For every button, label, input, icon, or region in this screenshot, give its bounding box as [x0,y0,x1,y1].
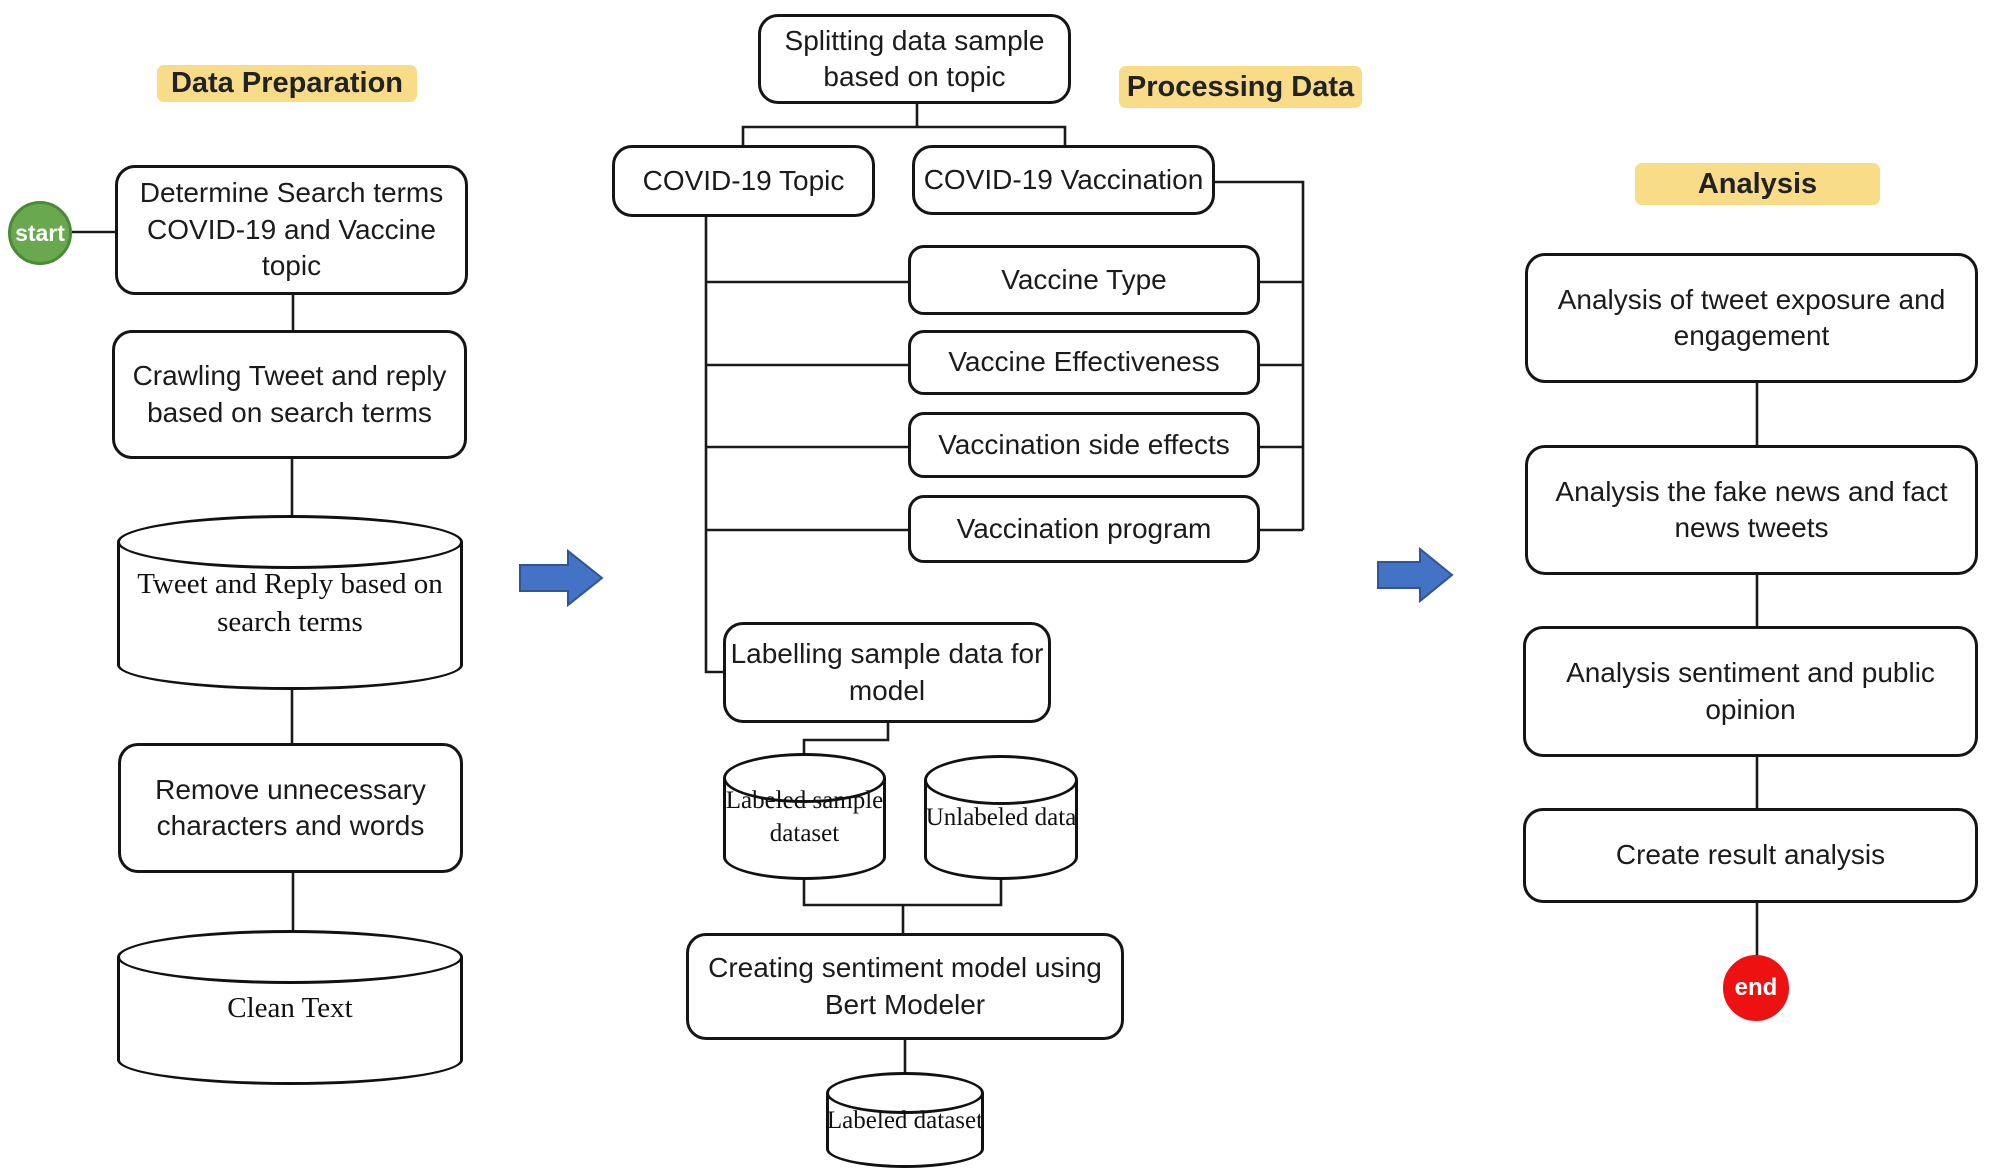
database-text: Tweet and Reply based on search terms [137,567,443,638]
node-determine-search-terms: Determine Search terms COVID-19 and Vacc… [115,165,468,295]
database-text: Labeled sample dataset [725,787,884,847]
cylinder-top [117,515,463,569]
cylinder-top [826,1072,984,1114]
node-analysis-exposure: Analysis of tweet exposure and engagemen… [1525,253,1978,383]
connector-labelling-to-labeledsample [802,723,890,758]
node-creating-sentiment-model: Creating sentiment model using Bert Mode… [686,933,1124,1040]
node-text: Creating sentiment model using Bert Mode… [708,952,1102,1020]
end-terminal: end [1723,955,1789,1021]
section-label-text: Analysis [1697,167,1818,200]
node-text: COVID-19 Vaccination [923,163,1204,195]
database-unlabeled-data: Unlabeled data [924,755,1078,880]
node-labelling-sample: Labelling sample data for model [723,622,1051,723]
database-labeled-sample: Labeled sample dataset [723,753,886,880]
node-text: Crawling Tweet and reply based on search… [132,360,447,428]
node-vaccine-effectiveness: Vaccine Effectiveness [908,330,1260,395]
node-text: Analysis sentiment and public opinion [1566,657,1935,725]
node-text: Create result analysis [1615,839,1886,871]
node-text: Remove unnecessary characters and words [155,773,426,841]
node-splitting-data: Splitting data sample based on topic [758,14,1071,104]
database-text: Unlabeled data [925,804,1077,832]
node-vaccine-type: Vaccine Type [908,245,1260,315]
node-covid19-vaccination: COVID-19 Vaccination [912,145,1215,215]
database-clean-text: Clean Text [117,930,463,1085]
node-text: Vaccine Effectiveness [948,346,1220,378]
database-labeled-dataset: Labeled dataset [826,1072,984,1168]
flow-arrow-icon [519,548,604,608]
cylinder-top [924,755,1078,805]
node-remove-unnecessary: Remove unnecessary characters and words [118,743,463,873]
connector-splitting-branch [741,104,1067,148]
flow-arrow-icon [1377,546,1454,604]
node-create-result-analysis: Create result analysis [1523,808,1978,903]
node-covid19-topic: COVID-19 Topic [612,145,875,217]
node-text: COVID-19 Topic [642,164,845,196]
end-label: end [1734,974,1778,1001]
node-analysis-fake-news: Analysis the fake news and fact news twe… [1525,445,1978,575]
node-text: Labelling sample data for model [730,638,1044,706]
database-tweet-and-reply: Tweet and Reply based on search terms [117,515,463,690]
start-label: start [15,219,65,246]
section-label-text: Processing Data [1126,70,1355,103]
connector-topic-to-subtopics [706,280,910,532]
node-crawling-tweet: Crawling Tweet and reply based on search… [112,330,467,459]
database-text: Labeled dataset [826,1106,984,1134]
connector-merge-to-creating [802,876,1003,935]
node-text: Analysis the fake news and fact news twe… [1555,475,1948,543]
node-text: Vaccination program [956,512,1212,544]
node-text: Vaccine Type [1001,263,1167,295]
connector-vaccination-rail [1213,180,1305,532]
node-vaccination-side-effects: Vaccination side effects [908,412,1260,478]
cylinder-top [723,753,886,803]
node-text: Vaccination side effects [938,428,1230,460]
database-text: Clean Text [227,991,353,1024]
node-analysis-sentiment: Analysis sentiment and public opinion [1523,626,1978,757]
section-label-data-preparation: Data Preparation [157,65,417,102]
node-text: Analysis of tweet exposure and engagemen… [1557,283,1946,351]
node-text: Splitting data sample based on topic [784,24,1045,92]
connector-topic-rail [704,217,725,674]
cylinder-top [117,930,463,984]
node-text: Determine Search terms COVID-19 and Vacc… [139,177,444,282]
section-label-analysis: Analysis [1635,163,1880,205]
start-terminal: start [8,201,72,265]
node-vaccination-program: Vaccination program [908,495,1260,563]
section-label-processing-data: Processing Data [1119,66,1362,108]
section-label-text: Data Preparation [170,67,404,99]
